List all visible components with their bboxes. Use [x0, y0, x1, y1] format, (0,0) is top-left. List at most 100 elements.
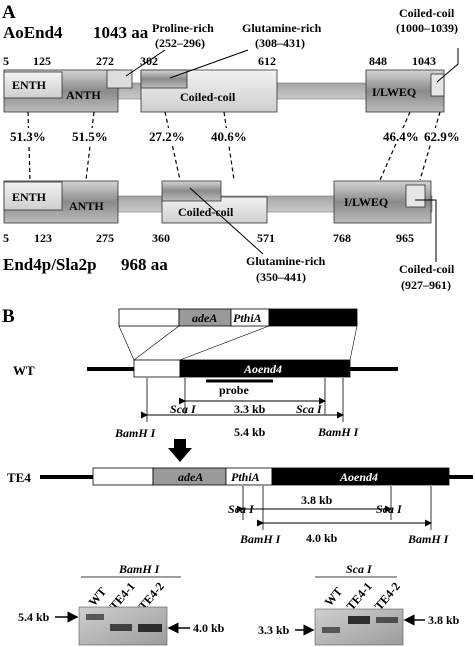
wt-gene-label: Aoend4 [243, 362, 282, 376]
bam-band-wt [86, 614, 104, 620]
sc-coiled-pointer [415, 199, 437, 262]
sc-glutamine-label: Glutamine-rich [246, 254, 326, 268]
sca-blot-membrane [314, 608, 404, 646]
te4-gene-label: Aoend4 [339, 470, 378, 484]
wt-probe-label: probe [219, 383, 249, 397]
sca-size-left: 3.3 kb [258, 623, 290, 637]
aoend4-length: 1043 aa [93, 23, 149, 42]
sca-lane-te4-2: TE4-2 [372, 579, 403, 613]
sc-enth-domain [3, 181, 63, 211]
construct-adea: adeA [192, 311, 217, 325]
identity-ilweq: 46.4% [383, 129, 419, 144]
wt-bam-right: BamH I [317, 425, 360, 439]
bam-band-te4-1 [110, 624, 132, 631]
bam-size-left: 5.4 kb [18, 610, 50, 624]
identity-glutamine: 27.2% [149, 129, 185, 144]
ao-proline-region [106, 69, 133, 89]
construct [118, 308, 358, 327]
sc-pos-965: 965 [396, 231, 414, 245]
construct-pthia: PthiA [233, 311, 262, 325]
sc-pos-275: 275 [96, 231, 114, 245]
sc-coil-label: Coiled-coil [178, 205, 234, 219]
ao-glutamine-label: Glutamine-rich [242, 21, 322, 35]
crossover-lines [118, 325, 358, 361]
panel-a-label: A [2, 2, 16, 23]
sc-ilweq-label: I/LWEQ [344, 195, 388, 209]
ao-pos-848: 848 [369, 54, 387, 68]
sc-pos-768: 768 [333, 231, 351, 245]
ao-proline-range: (252–296) [155, 36, 205, 50]
ao-coiled-range: (1000–1039) [396, 21, 458, 35]
ao-coiled-end [430, 73, 445, 97]
identity-connectors [27, 111, 441, 181]
ao-pos-612: 612 [258, 54, 276, 68]
bam-blot-title: BamH I [118, 562, 161, 576]
te4-sca-right: Sca I [376, 502, 403, 516]
te4-flank [92, 467, 154, 486]
ao-coiled-label: Coiled-coil [399, 6, 455, 20]
sc-coiled-end [405, 184, 426, 208]
sc-anth-label: ANTH [69, 199, 104, 213]
te4-label: TE4 [7, 470, 31, 485]
end4p-length: 968 aa [121, 255, 168, 274]
sc-pos-123: 123 [34, 231, 52, 245]
wt-sca-left: Sca I [170, 402, 197, 416]
ao-coiled-pointer [436, 48, 459, 83]
ao-pos-5: 5 [3, 54, 9, 68]
sc-coiled-label: Coiled-coil [399, 262, 455, 276]
panel-b-label: B [2, 306, 15, 327]
bam-band-te4-2 [138, 624, 162, 632]
ao-glutamine-range: (308–431) [255, 36, 305, 50]
down-arrow [168, 439, 192, 462]
te4-bam-left: BamH I [239, 532, 282, 546]
te4-sca-left: Sca I [228, 502, 255, 516]
sca-band-te4-1 [348, 616, 370, 624]
ao-pos-125: 125 [33, 54, 51, 68]
wt-sca-right: Sca I [296, 402, 323, 416]
sc-glutamine-range: (350–441) [256, 270, 306, 284]
sc-pos-360: 360 [152, 231, 170, 245]
identity-coiled-end: 62.9% [424, 129, 460, 144]
ao-proline-pointer [125, 49, 166, 77]
ao-glutamine-pointer [169, 49, 249, 79]
sc-glutamine-region [161, 180, 222, 202]
sca-lane-wt: WT [322, 585, 346, 609]
sc-pos-571: 571 [257, 231, 275, 245]
wt-sca-size: 3.3 kb [234, 402, 266, 416]
sc-pos-5: 5 [3, 231, 9, 245]
sc-enth-label: ENTH [12, 190, 47, 204]
sca-size-right: 3.8 kb [428, 613, 460, 627]
sc-coiled-range: (927–961) [401, 278, 451, 292]
sc-glutamine-pointer [189, 187, 264, 255]
ao-enth-domain [3, 71, 63, 99]
ao-anth-label: ANTH [66, 88, 101, 102]
te4-bam-right: BamH I [407, 532, 450, 546]
identity-coil: 40.6% [211, 129, 247, 144]
bam-lane-wt: WT [86, 585, 110, 609]
ao-coil-label: Coiled-coil [180, 90, 236, 104]
wt-aoend4 [179, 359, 351, 378]
sca-lane-te4-1: TE4-1 [344, 579, 375, 613]
sca-band-wt [322, 627, 340, 633]
wt-bam-left: BamH I [114, 426, 157, 440]
ao-enth-label: ENTH [12, 78, 47, 92]
sca-band-te4-2 [376, 617, 398, 623]
ao-proline-label: Proline-rich [152, 21, 214, 35]
aoend4-title: AoEnd4 [3, 23, 63, 42]
identity-enth: 51.3% [10, 129, 46, 144]
te4-sca-size: 3.8 kb [301, 493, 333, 507]
ao-pos-272: 272 [96, 54, 114, 68]
wt-flank [133, 359, 181, 378]
wt-bam-size: 5.4 kb [234, 425, 266, 439]
bam-size-right: 4.0 kb [193, 621, 225, 635]
ao-pos-1043: 1043 [412, 54, 436, 68]
aoend4-protein [3, 69, 445, 113]
sca-blot-title: Sca I [346, 562, 373, 576]
te4-bam-size: 4.0 kb [306, 531, 338, 545]
end4p-title: End4p/Sla2p [3, 255, 97, 274]
wt-label: WT [13, 363, 35, 378]
ao-ilweq-label: I/LWEQ [372, 85, 416, 99]
te4-adea-label: adeA [178, 470, 203, 484]
te4-pthia-label: PthiA [231, 470, 260, 484]
